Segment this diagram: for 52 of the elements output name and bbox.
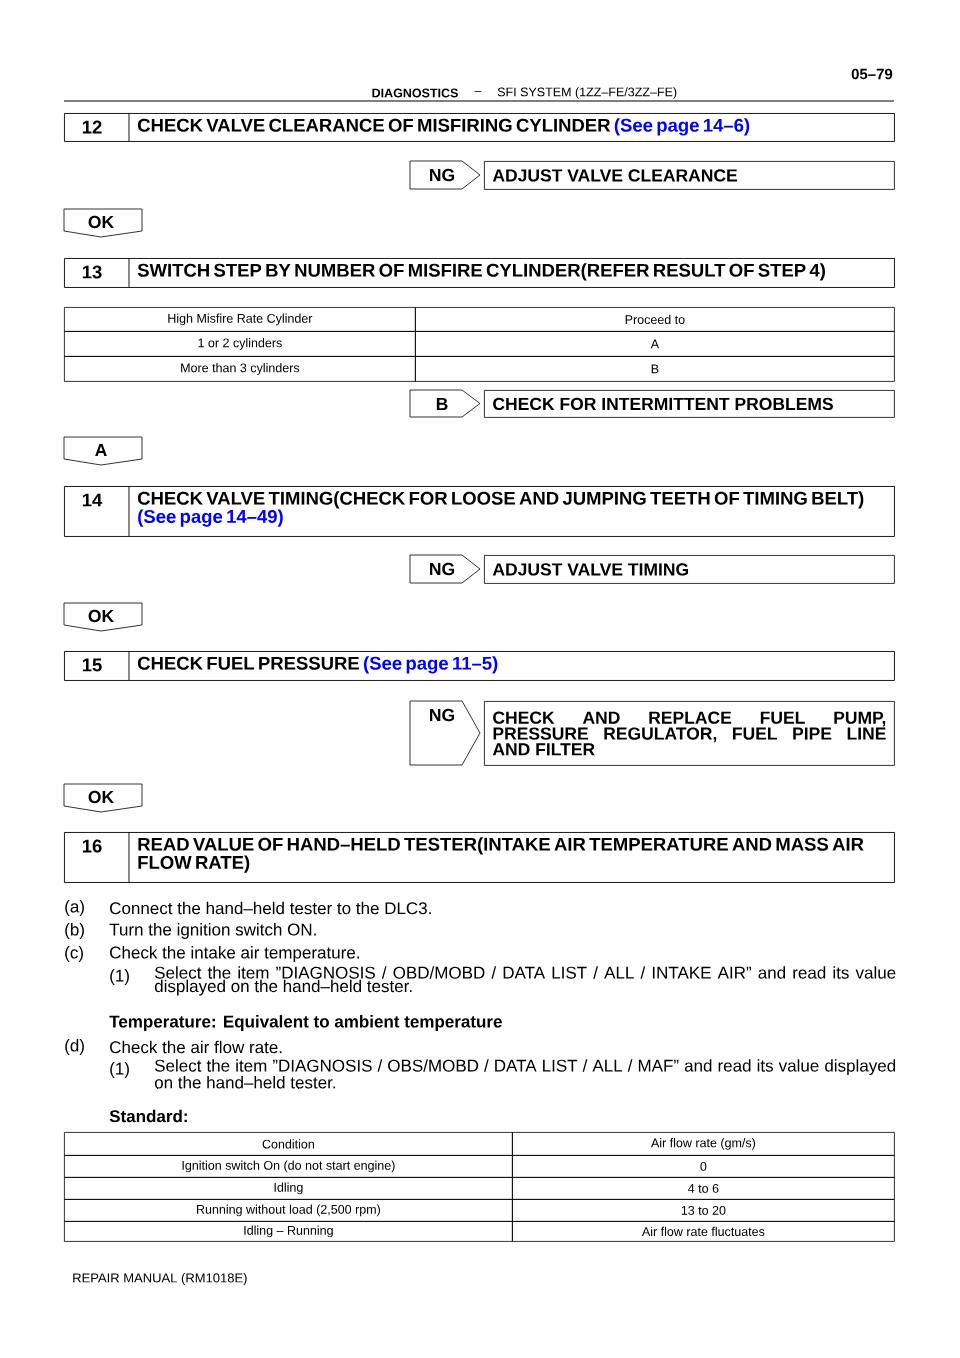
section-header: SFI SYSTEM (1ZZ–FE/3ZZ–FE)	[497, 87, 677, 99]
table-cell: B	[415, 356, 895, 382]
table-cell: Condition	[64, 1132, 513, 1156]
table-cell: 1 or 2 cylinders	[64, 331, 416, 357]
item-number: (1)	[110, 969, 129, 985]
result-tag: A	[63, 436, 143, 466]
action-box: ADJUST VALVE CLEARANCE	[484, 161, 895, 190]
table-cell: 4 to 6	[512, 1177, 895, 1200]
table-cell: Air flow rate fluctuates	[512, 1221, 895, 1242]
table-cell: 0	[512, 1155, 895, 1178]
table-cell: High Misfire Rate Cylinder	[64, 307, 416, 332]
specification-text: Temperature: Equivalent to ambient temperature	[109, 1015, 502, 1031]
table-cell: 13 to 20	[512, 1199, 895, 1222]
table-cell: More than 3 cylinders	[64, 356, 416, 382]
table-cell: Proceed to	[415, 307, 895, 332]
table-cell: Running without load (2,500 rpm)	[64, 1199, 513, 1222]
header-dash: –	[474, 91, 482, 93]
instruction-text: Connect the hand–held tester to the DLC3.	[110, 901, 431, 915]
result-tag: OK	[63, 208, 143, 238]
item-letter: (d)	[65, 1039, 84, 1055]
result-tag: NG	[409, 160, 481, 190]
section-header: DIAGNOSTICS	[372, 88, 458, 98]
instruction-text: Check the intake air temperature.	[110, 946, 359, 962]
item-letter: (c)	[65, 946, 83, 962]
step-box: 14 CHECK VALVE TIMING(CHECK FOR LOOSE AND JUMPING TEETH OF TIMING BELT) (See page 14–49)	[64, 485, 895, 537]
step-box: 15 CHECK FUEL PRESSURE (See page 11–5)	[64, 650, 895, 681]
action-box: CHECK AND REPLACE FUEL PUMP, PRESSURE REGULATOR, FUEL PIPE LINE AND FILTER	[484, 701, 895, 766]
specification-text: Standard:	[109, 1109, 187, 1123]
step-box: 12 CHECK VALVE CLEARANCE OF MISFIRING CYLINDER (See page 14–6)	[64, 112, 895, 142]
table-cell: A	[415, 331, 895, 357]
result-tag: NG	[409, 700, 481, 766]
item-letter: (a)	[65, 900, 84, 916]
action-box: ADJUST VALVE TIMING	[484, 555, 895, 584]
footer-text: REPAIR MANUAL (RM1018E)	[73, 1272, 247, 1286]
table-cell: Idling – Running	[64, 1221, 513, 1242]
step-box: 16 READ VALUE OF HAND–HELD TESTER(INTAKE AIR TEMPERATURE AND MASS AIR FLOW RATE)	[64, 831, 895, 883]
item-number: (1)	[110, 1062, 129, 1078]
result-tag: OK	[63, 602, 143, 632]
step-box: 13 SWITCH STEP BY NUMBER OF MISFIRE CYLINDER(REFER RESULT OF STEP 4)	[64, 257, 895, 288]
instruction-text: Check the air flow rate.	[110, 1040, 282, 1054]
item-letter: (b)	[65, 923, 84, 939]
table-cell: Air flow rate (gm/s)	[512, 1132, 895, 1156]
result-tag: B	[409, 389, 481, 418]
table-cell: Ignition switch On (do not start engine)	[64, 1155, 513, 1178]
instruction-text: Turn the ignition switch ON.	[109, 923, 316, 939]
table-cell: Idling	[64, 1177, 513, 1200]
instruction-text: Select the item ”DIAGNOSIS / OBS/MOBD / DATA LIST / ALL / MAF” and read its value displayed on the hand–held tester.	[154, 1059, 896, 1089]
instruction-text: Select the item ”DIAGNOSIS / OBD/MOBD / DATA LIST / ALL / INTAKE AIR” and read its value displayed on the hand–held tester.	[154, 966, 896, 996]
action-box: CHECK FOR INTERMITTENT PROBLEMS	[484, 390, 895, 418]
page-number: 05–79	[851, 68, 893, 80]
result-tag: NG	[409, 554, 481, 584]
result-tag: OK	[63, 783, 143, 813]
